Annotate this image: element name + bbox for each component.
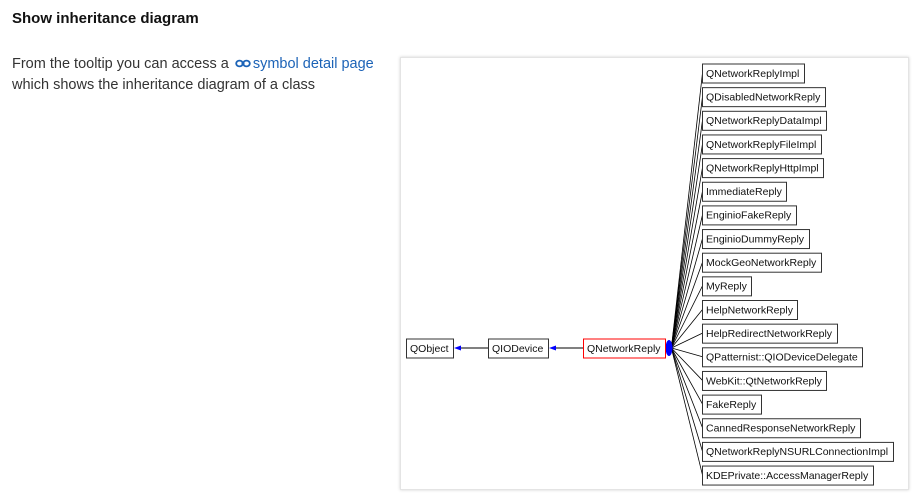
subclass-immediatereply-label[interactable]: ImmediateReply [706,186,783,198]
subclass-fakereply[interactable]: FakeReply [702,394,762,415]
edge-subclass-qnetworkreplyfileimpl [671,143,703,344]
edge-subclass-helpredirectnetworkreply [671,332,703,349]
subclass-enginiofakereply[interactable]: EnginioFakeReply [702,205,797,226]
chain-link-icon [235,59,251,67]
subclass-qnetworkreplyimpl[interactable]: QNetworkReplyImpl [702,63,805,84]
subclass-mockgeonetworkreply-box [702,252,822,273]
node-qiodevice-box [488,338,549,359]
subclass-qnetworkreplyimpl-box [702,63,805,84]
section-description: From the tooltip you can access a symbol… [12,54,392,96]
edge-subclass-cannedresponsenetworkreply [671,349,703,428]
subclass-mockgeonetworkreply-label[interactable]: MockGeoNetworkReply [706,257,817,269]
edge-subclass-qnetworkreplynsurlconnectionimpl [671,349,703,452]
edge-subclass-qnetworkreplyhttpimpl [671,167,703,345]
subclass-myreply[interactable]: MyReply [702,276,752,297]
node-focus-qnetworkreply[interactable]: QNetworkReply [583,338,666,359]
edge-subclass-mockgeonetworkreply [671,262,703,347]
subclass-enginiodummyreply-box [702,229,810,250]
subclass-helpnetworkreply-box [702,300,798,320]
subclass-qnetworkreplyimpl-label[interactable]: QNetworkReplyImpl [706,68,799,80]
subclass-qnetworkreplydataimpl[interactable]: QNetworkReplyDataImpl [702,110,827,131]
edge-subclass-myreply [671,285,703,347]
subclass-qnetworkreplyhttpimpl-label[interactable]: QNetworkReplyHttpImpl [706,162,819,174]
subclass-fakereply-box [702,394,762,415]
subclass-helpredirectnetworkreply[interactable]: HelpRedirectNetworkReply [702,323,838,344]
subclass-enginiofakereply-label[interactable]: EnginioFakeReply [706,210,792,222]
edge-qiodevice-to-qobject-arrowhead [454,345,461,351]
subclass-qdisablednetworkreply[interactable]: QDisabledNetworkReply [702,87,826,108]
subclass-kdeprivate-accessmanagerreply[interactable]: KDEPrivate::AccessManagerReply [702,465,874,486]
subclass-qnetworkreplynsurlconnectionimpl[interactable]: QNetworkReplyNSURLConnectionImpl [702,441,894,462]
edge-subclass-qnetworkreplydataimpl [671,120,703,344]
subclass-helpredirectnetworkreply-label[interactable]: HelpRedirectNetworkReply [706,328,833,340]
subclass-qnetworkreplydataimpl-label[interactable]: QNetworkReplyDataImpl [706,115,822,127]
description-text-end: which shows the inheritance diagram of a… [12,77,316,93]
subclass-enginiodummyreply-label[interactable]: EnginioDummyReply [706,233,805,245]
edge-subclass-enginiofakereply [671,214,703,346]
node-focus-qnetworkreply-label[interactable]: QNetworkReply [587,343,661,355]
subclass-qnetworkreplyfileimpl[interactable]: QNetworkReplyFileImpl [702,134,822,155]
subclass-fakereply-label[interactable]: FakeReply [706,399,757,411]
edge-subclass-qnetworkreplyimpl [671,72,703,343]
subclass-cannedresponsenetworkreply-box [702,418,861,439]
subclass-webkit-qtnetworkreply[interactable]: WebKit::QtNetworkReply [702,370,827,391]
subclass-qdisablednetworkreply-box [702,87,826,108]
edge-subclass-fakereply [671,348,703,405]
subclass-cannedresponsenetworkreply-label[interactable]: CannedResponseNetworkReply [706,423,856,435]
subclass-qnetworkreplynsurlconnectionimpl-label[interactable]: QNetworkReplyNSURLConnectionImpl [706,446,888,458]
edge-subclass-qdisablednetworkreply [671,96,703,344]
subclass-kdeprivate-accessmanagerreply-label[interactable]: KDEPrivate::AccessManagerReply [706,470,869,482]
description-text-start: From the tooltip you can access a [12,56,229,72]
subclass-qnetworkreplyhttpimpl[interactable]: QNetworkReplyHttpImpl [702,158,824,179]
node-focus-qnetworkreply-box [583,338,666,359]
node-qobject-label[interactable]: QObject [410,343,449,355]
subclass-enginiodummyreply[interactable]: EnginioDummyReply [702,229,810,250]
edge-subclass-immediatereply [671,191,703,345]
subclass-helpnetworkreply-label[interactable]: HelpNetworkReply [706,304,794,316]
edge-subclass-enginiodummyreply [671,238,703,346]
subclass-myreply-box [702,276,752,297]
subclass-helpnetworkreply[interactable]: HelpNetworkReply [702,300,798,320]
node-qiodevice-label[interactable]: QIODevice [492,343,544,355]
symbol-detail-link[interactable]: symbol detail page [233,56,374,72]
subclass-qnetworkreplydataimpl-box [702,110,827,131]
node-qobject[interactable]: QObject [406,338,454,359]
symbol-detail-link-text[interactable]: symbol detail page [252,56,374,72]
subclass-enginiofakereply-box [702,205,797,226]
diagram-edges [454,72,703,476]
section-heading: Show inheritance diagram [12,10,199,27]
subclass-cannedresponsenetworkreply[interactable]: CannedResponseNetworkReply [702,418,861,439]
subclass-qdisablednetworkreply-label[interactable]: QDisabledNetworkReply [706,91,821,103]
edge-subclass-qpatternist-qiodevicedelegate [671,347,703,358]
subclass-immediatereply[interactable]: ImmediateReply [702,181,787,202]
edge-qnetworkreply-to-qiodevice-arrowhead [549,345,556,351]
subclass-qnetworkreplyfileimpl-label[interactable]: QNetworkReplyFileImpl [706,139,816,151]
node-qobject-box [406,338,454,359]
subclass-mockgeonetworkreply[interactable]: MockGeoNetworkReply [702,252,822,273]
subclass-webkit-qtnetworkreply-label[interactable]: WebKit::QtNetworkReply [706,375,823,387]
subclass-qpatternist-qiodevicedelegate-box [702,347,863,368]
subclass-qnetworkreplyfileimpl-box [702,134,822,155]
subclass-qnetworkreplynsurlconnectionimpl-box [702,441,894,462]
edge-subclass-webkit-qtnetworkreply [671,348,703,381]
subclass-qpatternist-qiodevicedelegate-label[interactable]: QPatternist::QIODeviceDelegate [706,352,858,364]
edge-subclass-helpnetworkreply [671,309,703,348]
subclass-qnetworkreplyhttpimpl-box [702,158,824,179]
subclass-helpredirectnetworkreply-box [702,323,838,344]
converging-arrowheads [665,340,673,356]
subclass-qpatternist-qiodevicedelegate[interactable]: QPatternist::QIODeviceDelegate [702,347,863,368]
subclass-myreply-label[interactable]: MyReply [706,281,748,293]
subclass-immediatereply-box [702,181,787,202]
subclass-webkit-qtnetworkreply-box [702,370,827,391]
node-qiodevice[interactable]: QIODevice [488,338,549,359]
subclass-kdeprivate-accessmanagerreply-box [702,465,874,486]
edge-subclass-kdeprivate-accessmanagerreply [671,350,703,476]
